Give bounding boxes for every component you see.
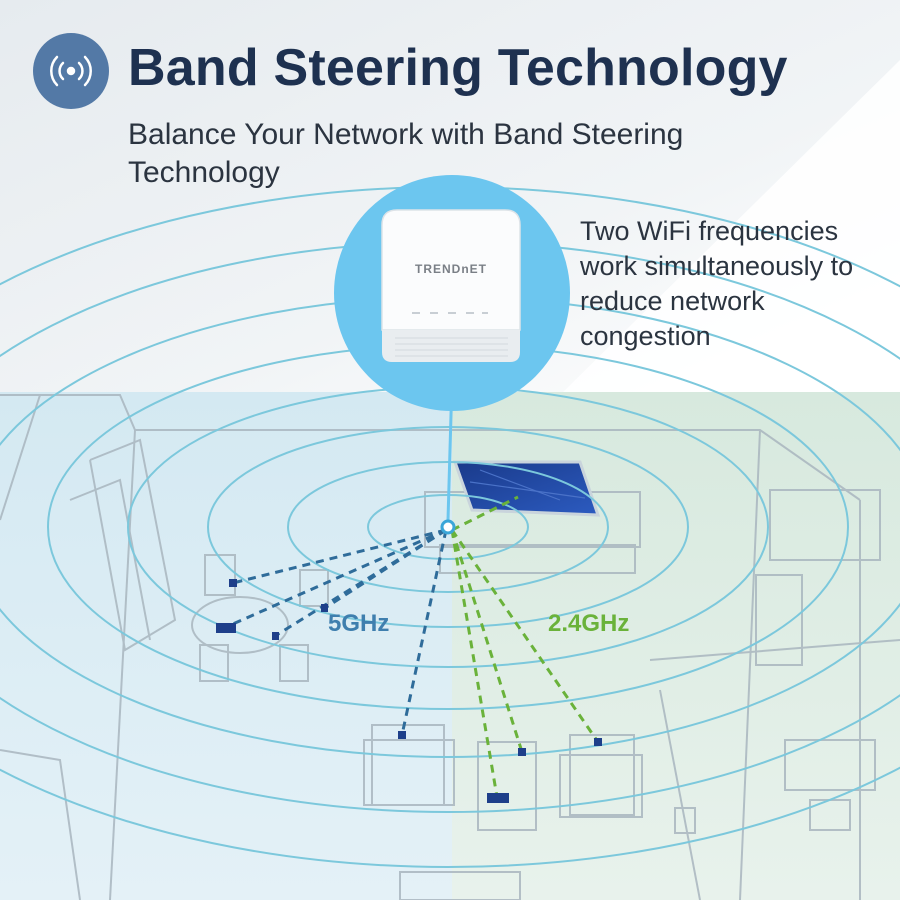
floorplan-lines (0, 394, 900, 900)
router-device (381, 209, 521, 362)
callout-text: Two WiFi frequencies work simultaneously… (580, 216, 854, 351)
device-markers (216, 579, 602, 803)
wifi-signal-icon-glyph (50, 55, 92, 87)
page-subtitle: Balance Your Network with Band Steering … (128, 118, 684, 189)
band-label-24ghz: 2.4GHz (548, 610, 630, 637)
links-24ghz (450, 495, 600, 798)
router-brand-logo: TRENDnET (415, 262, 487, 276)
links-5ghz (225, 528, 448, 736)
router-hub (440, 519, 456, 535)
page-title: Band Steering Technology (128, 39, 788, 97)
tv-screen (452, 460, 601, 517)
band-label-5ghz: 5GHz (328, 610, 390, 637)
